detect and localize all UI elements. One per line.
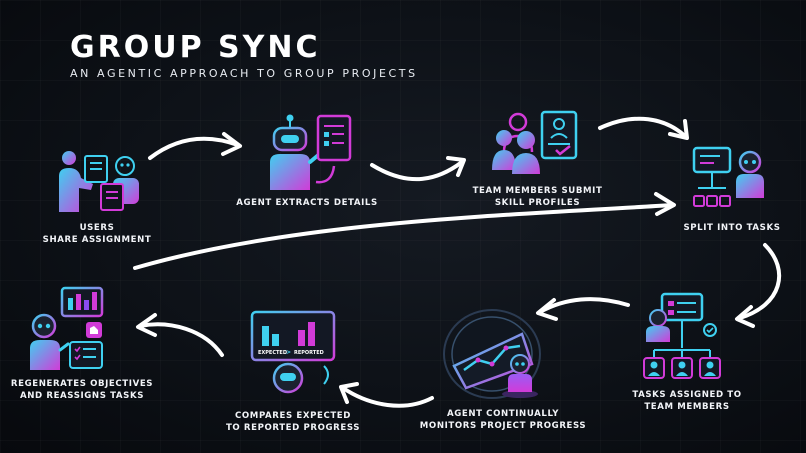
robot-reassign-icon	[30, 286, 104, 370]
arrow-6-to-7	[341, 386, 434, 408]
reported-label: REPORTED	[294, 350, 324, 356]
arrow-1-to-2	[148, 136, 240, 160]
expected-label: EXPECTED	[258, 350, 287, 356]
robot-split-board-icon	[692, 146, 764, 207]
page-subtitle: AN AGENTIC APPROACH TO GROUP PROJECTS	[70, 67, 418, 80]
robot-monitor-dashboard-icon	[443, 309, 541, 399]
arrowhead-7-to-8	[136, 313, 157, 337]
step-3-label: TEAM MEMBERS SUBMIT SKILL PROFILES	[472, 186, 603, 208]
step-2-label: AGENT EXTRACTS DETAILS	[236, 198, 378, 208]
arrow-7-to-8	[138, 322, 224, 357]
page-title: GROUP SYNC	[70, 30, 321, 65]
robot-compare-chart-icon: EXPECTED > REPORTED	[250, 310, 336, 394]
arrow-long-to-4	[133, 203, 674, 270]
arrowhead-long-to-4	[654, 192, 676, 216]
arrowhead-6-to-7	[339, 382, 359, 404]
task-assignment-tree-icon	[643, 292, 721, 379]
arrow-2-to-3	[370, 160, 464, 182]
arrow-4-to-5	[738, 243, 782, 320]
arrow-5-to-6	[538, 297, 630, 314]
compare-symbol: >	[286, 349, 291, 356]
arrowhead-2-to-3	[446, 156, 466, 177]
robot-document-icon	[270, 114, 352, 190]
step-6-label: AGENT CONTINUALLY MONITORS PROJECT PROGR…	[419, 409, 587, 431]
users-sharing-assignment-icon	[59, 151, 139, 212]
arrowhead-3-to-4	[668, 119, 689, 140]
team-profile-icon	[492, 110, 578, 174]
step-7-label: COMPARES EXPECTED TO REPORTED PROGRESS	[225, 411, 361, 433]
arrowhead-5-to-6	[536, 298, 558, 321]
step-4-label: SPLIT INTO TASKS	[683, 223, 781, 233]
step-5-label: TASKS ASSIGNED TO TEAM MEMBERS	[632, 390, 742, 412]
step-1-label: USERS SHARE ASSIGNMENT	[42, 223, 152, 245]
arrowhead-4-to-5	[735, 305, 755, 328]
arrowhead-1-to-2	[221, 132, 242, 156]
step-8-label: REGENERATES OBJECTIVES AND REASSIGNS TAS…	[10, 379, 154, 401]
arrow-3-to-4	[598, 116, 687, 138]
